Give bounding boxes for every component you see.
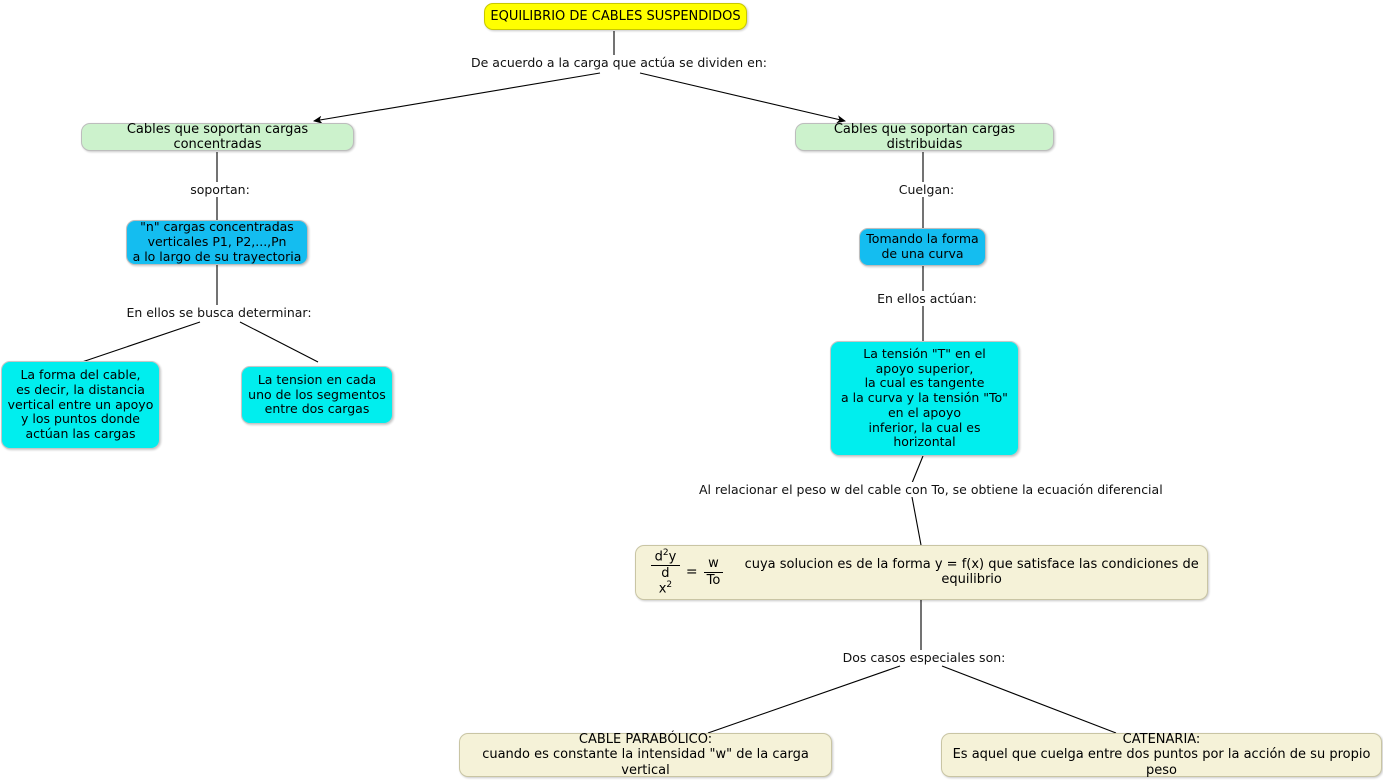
- equation-fraction-bar-left: [651, 565, 680, 567]
- node-tension-segmentos-label: La tension en cada uno de los segmentos …: [248, 371, 386, 417]
- node-tension-T-label: La tensión "T" en el apoyo superior, la …: [841, 345, 1008, 450]
- node-forma-curva-label: Tomando la forma de una curva: [866, 231, 979, 261]
- node-ecuacion-diferencial[interactable]: d2y d x2 = w To cuya solucion es de la f…: [635, 545, 1208, 600]
- node-cables-concentradas-label: Cables que soportan cargas concentradas: [126, 121, 309, 152]
- node-catenaria-label: CATENARIA: Es aquel que cuelga entre dos…: [952, 732, 1371, 778]
- equation-numerator-sup: 2: [662, 548, 669, 559]
- node-cable-parabolico-label: CABLE PARABÓLICO: cuando es constante la…: [482, 732, 809, 778]
- equation-left-fraction: d2y d x2: [651, 548, 680, 597]
- node-tension-T[interactable]: La tensión "T" en el apoyo superior, la …: [830, 341, 1019, 456]
- edge-label-de-acuerdo-text: De acuerdo a la carga que actúa se divid…: [471, 55, 767, 70]
- edge-label-busca-determinar: En ellos se busca determinar:: [118, 305, 320, 320]
- edge-label-busca-determinar-text: En ellos se busca determinar:: [126, 305, 312, 320]
- node-title-label: EQUILIBRIO DE CABLES SUSPENDIDOS: [490, 8, 741, 24]
- equation-numerator-left: d2y: [654, 548, 677, 565]
- node-title[interactable]: EQUILIBRIO DE CABLES SUSPENDIDOS: [484, 3, 747, 30]
- edge-label-al-relacionar: Al relacionar el peso w del cable con To…: [696, 482, 1163, 497]
- edge-label-dos-casos: Dos casos especiales son:: [836, 650, 1012, 665]
- node-cable-parabolico[interactable]: CABLE PARABÓLICO: cuando es constante la…: [459, 732, 832, 778]
- equation-numerator-right: w: [708, 556, 719, 572]
- node-tension-segmentos[interactable]: La tension en cada uno de los segmentos …: [241, 366, 393, 424]
- node-n-cargas-label: "n" cargas concentradas verticales P1, P…: [132, 219, 302, 264]
- equation-denominator-sup: 2: [666, 579, 673, 590]
- equation-numerator-var: y: [668, 549, 677, 565]
- edge-label-cuelgan-text: Cuelgan:: [898, 182, 955, 197]
- equation-equals-sign: =: [685, 564, 698, 581]
- equation-denominator-left: d x2: [658, 566, 673, 597]
- equation-fraction-bar-right: [703, 571, 724, 573]
- node-cables-distribuidas-label: Cables que soportan cargas distribuidas: [833, 121, 1016, 152]
- node-forma-del-cable-label: La forma del cable, es decir, la distanc…: [7, 367, 154, 442]
- node-forma-curva[interactable]: Tomando la forma de una curva: [859, 228, 986, 266]
- node-cables-distribuidas[interactable]: Cables que soportan cargas distribuidas: [795, 121, 1054, 152]
- node-catenaria[interactable]: CATENARIA: Es aquel que cuelga entre dos…: [941, 732, 1382, 778]
- node-n-cargas-concentradas[interactable]: "n" cargas concentradas verticales P1, P…: [126, 219, 308, 265]
- equation-tail-text: cuya solucion es de la forma y = f(x) qu…: [744, 557, 1199, 588]
- edge-label-de-acuerdo: De acuerdo a la carga que actúa se divid…: [468, 55, 767, 70]
- edge-label-soportan-text: soportan:: [190, 182, 250, 197]
- equation-right-fraction: w To: [703, 556, 724, 588]
- edge-label-en-ellos-actuan: En ellos actúan:: [864, 291, 990, 306]
- edge-label-al-relacionar-text: Al relacionar el peso w del cable con To…: [699, 482, 1163, 497]
- edge-label-soportan: soportan:: [176, 182, 264, 197]
- edge-label-dos-casos-text: Dos casos especiales son:: [842, 650, 1006, 665]
- edge-label-en-ellos-actuan-text: En ellos actúan:: [877, 291, 977, 306]
- node-forma-del-cable[interactable]: La forma del cable, es decir, la distanc…: [1, 361, 160, 449]
- equation-expression: d2y d x2 = w To cuya solucion es de la f…: [648, 548, 1207, 597]
- edge-label-cuelgan: Cuelgan:: [885, 182, 968, 197]
- equation-denominator-right: To: [706, 572, 721, 588]
- node-cables-concentradas[interactable]: Cables que soportan cargas concentradas: [81, 121, 354, 152]
